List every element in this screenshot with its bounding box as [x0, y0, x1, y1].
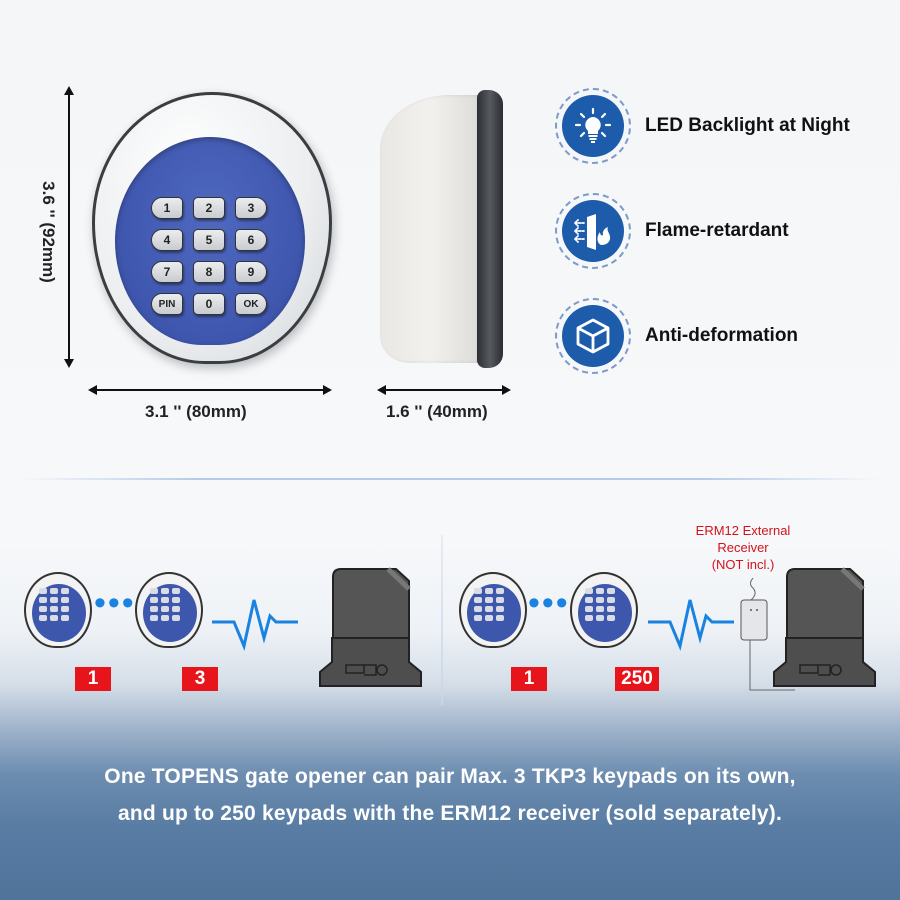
key-6: 6 [235, 229, 267, 251]
fire-wall-icon [562, 200, 624, 262]
feature-label: Anti-deformation [645, 325, 799, 346]
receiver-label: ERM12 External Receiver (NOT incl.) [683, 522, 803, 573]
lightbulb-icon [562, 95, 624, 157]
caption: One TOPENS gate opener can pair Max. 3 T… [0, 758, 900, 832]
caption-line-2: and up to 250 keypads with the ERM12 rec… [117, 802, 783, 825]
feature-icon-frame [555, 88, 631, 164]
feature-label: Flame-retardant [645, 220, 789, 241]
key-4: 4 [151, 229, 183, 251]
mini-keypad-icon [24, 572, 92, 648]
keypad-side-image [380, 95, 480, 363]
key-2: 2 [193, 197, 225, 219]
gate-opener-motor-icon [773, 567, 876, 687]
ellipsis-dots: ••• [528, 584, 570, 622]
feature-flame-retardant: Flame-retardant [555, 193, 789, 269]
keypad-count-badge: 1 [75, 667, 111, 691]
depth-dimension-arrow [377, 385, 511, 395]
receiver-label-line: Receiver [717, 540, 769, 555]
feature-anti-deformation: Anti-deformation [555, 298, 798, 374]
keypad-count-badge: 3 [182, 667, 218, 691]
height-dimension-arrow [64, 86, 74, 368]
keypad-count-badge: 250 [615, 667, 659, 691]
mini-keypad-icon [135, 572, 203, 648]
key-7: 7 [151, 261, 183, 283]
feature-label: LED Backlight at Night [645, 115, 850, 136]
keypad-side-bezel [477, 90, 503, 368]
erm12-receiver-icon [740, 578, 795, 691]
feature-icon-frame [555, 193, 631, 269]
key-8: 8 [193, 261, 225, 283]
cube-icon [562, 305, 624, 367]
key-9: 9 [235, 261, 267, 283]
keypad-count-badge: 1 [511, 667, 547, 691]
key-ok: OK [235, 293, 267, 315]
receiver-label-line: (NOT incl.) [711, 557, 775, 572]
mini-keypad-icon [570, 572, 638, 648]
width-dimension-label: 3.1 '' (80mm) [145, 402, 247, 421]
key-5: 5 [193, 229, 225, 251]
caption-line-1: One TOPENS gate opener can pair Max. 3 T… [104, 765, 796, 788]
key-1: 1 [151, 197, 183, 219]
height-dimension-label: 3.6 '' (92mm) [39, 181, 58, 283]
key-pin: PIN [151, 293, 183, 315]
width-dimension-arrow [88, 385, 332, 395]
gate-opener-motor-icon [319, 567, 422, 687]
receiver-label-line: ERM12 External [695, 523, 791, 538]
depth-dimension-label: 1.6 '' (40mm) [386, 402, 488, 421]
keypad-keys: 1 2 3 4 5 6 7 8 9 PIN 0 OK [151, 197, 281, 315]
ellipsis-dots: ••• [94, 584, 136, 622]
key-3: 3 [235, 197, 267, 219]
diagram-divider [441, 535, 443, 705]
feature-led-backlight: LED Backlight at Night [555, 88, 850, 164]
key-0: 0 [193, 293, 225, 315]
wireless-signal-icon [648, 599, 734, 651]
wireless-signal-icon [212, 599, 298, 651]
keypad-front-image: 1 2 3 4 5 6 7 8 9 PIN 0 OK [92, 92, 332, 364]
feature-icon-frame [555, 298, 631, 374]
mini-keypad-icon [459, 572, 527, 648]
section-divider [20, 478, 880, 480]
